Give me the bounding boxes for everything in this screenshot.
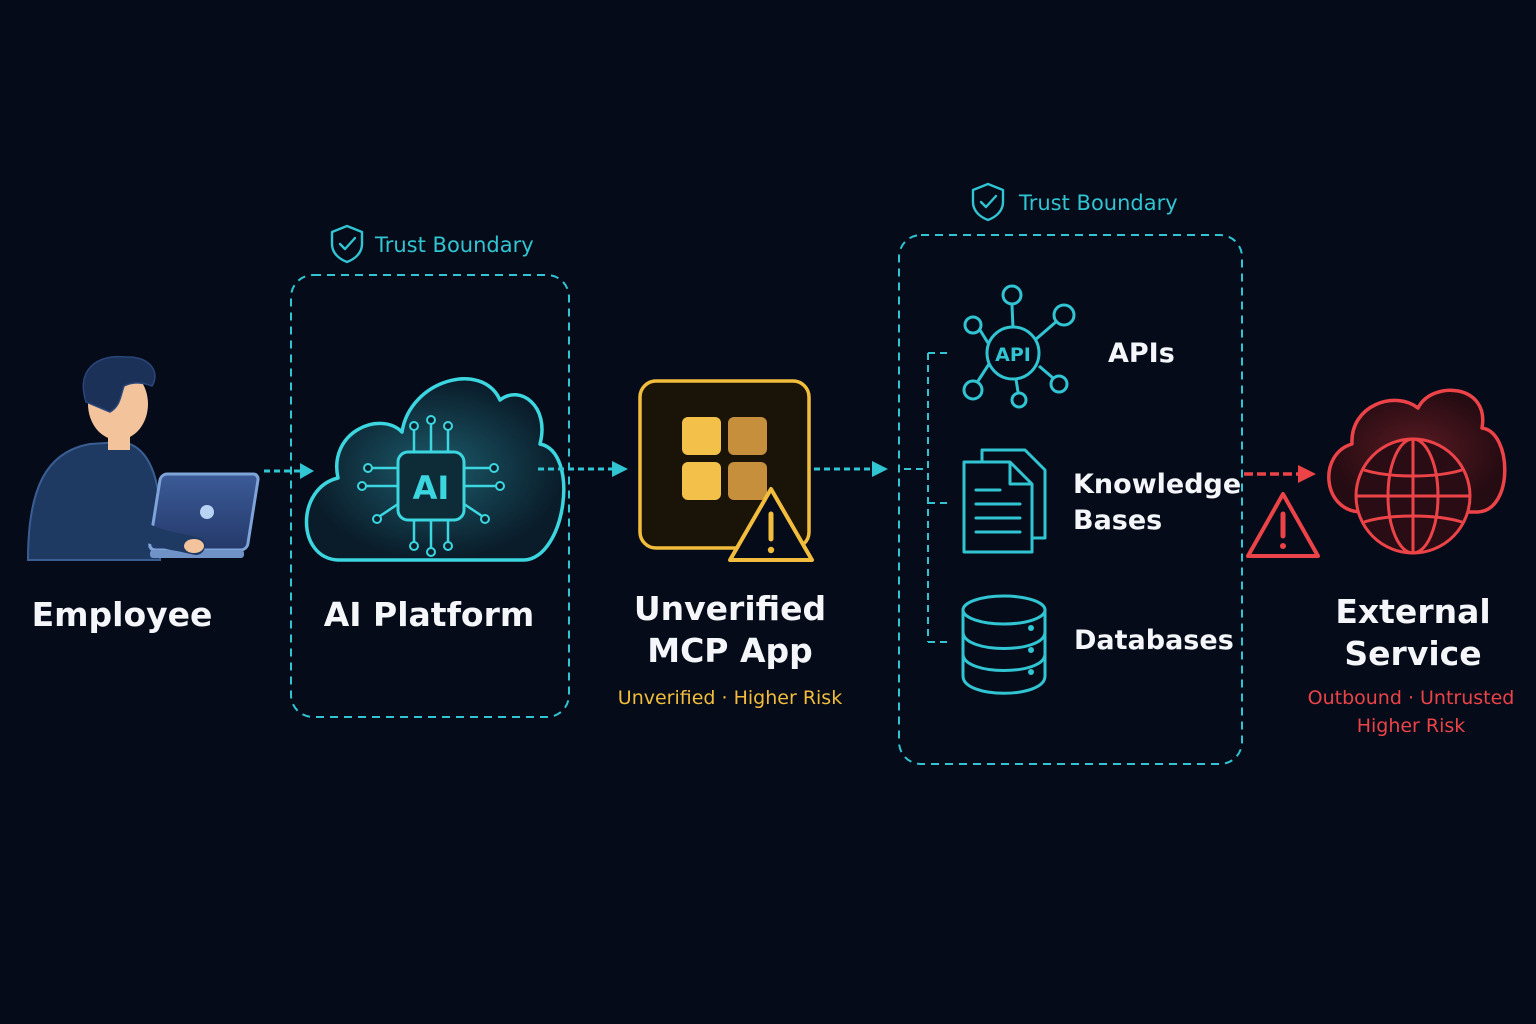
ai-platform-label: AI Platform [323, 595, 535, 634]
mcp-app-label-line1: Unverified [633, 589, 827, 628]
database-icon [961, 594, 1047, 695]
trust-boundary-box-left [290, 274, 570, 718]
external-service-label: External Service [1308, 591, 1518, 675]
arrow-mcp-to-resources [814, 461, 888, 477]
app-grid-warning-icon [638, 379, 814, 562]
external-service-label-line2: Service [1344, 634, 1482, 673]
knowledge-bases-label-line2: Bases [1073, 505, 1163, 536]
knowledge-bases-label: Knowledge Bases [1073, 467, 1241, 539]
warning-icon [1246, 492, 1320, 558]
documents-icon [962, 448, 1047, 554]
external-service-risk-line2: Higher Risk [1356, 715, 1466, 737]
ai-chip-text: AI [413, 469, 450, 507]
arrow-resources-to-external [1244, 465, 1316, 483]
trust-boundary-label-left: Trust Boundary [375, 233, 534, 257]
mcp-app-label-line2: MCP App [647, 631, 813, 670]
api-network-icon: API [962, 284, 1076, 409]
shield-check-icon [330, 224, 364, 264]
ai-chip-cloud-icon: AI [304, 377, 566, 562]
databases-label: Databases [1074, 625, 1234, 656]
apis-label: APIs [1108, 338, 1175, 369]
arrow-ai-to-mcp [538, 461, 628, 477]
external-service-label-line1: External [1335, 592, 1491, 631]
external-service-risk-label: Outbound · Untrusted Higher Risk [1296, 684, 1526, 740]
trust-boundary-box-right [898, 234, 1243, 765]
globe-cloud-icon [1327, 388, 1507, 555]
mcp-app-risk-label: Unverified · Higher Risk [617, 687, 843, 709]
trust-boundary-label-right: Trust Boundary [1019, 191, 1178, 215]
employee-label: Employee [31, 595, 213, 634]
arrow-employee-to-ai [264, 463, 314, 479]
external-service-risk-line1: Outbound · Untrusted [1307, 687, 1515, 709]
mcp-app-label: Unverified MCP App [610, 588, 850, 672]
api-badge-text: API [995, 344, 1031, 366]
person-laptop-icon [26, 355, 260, 561]
resource-connectors [904, 352, 952, 643]
knowledge-bases-label-line1: Knowledge [1073, 469, 1242, 500]
shield-check-icon [971, 182, 1005, 222]
